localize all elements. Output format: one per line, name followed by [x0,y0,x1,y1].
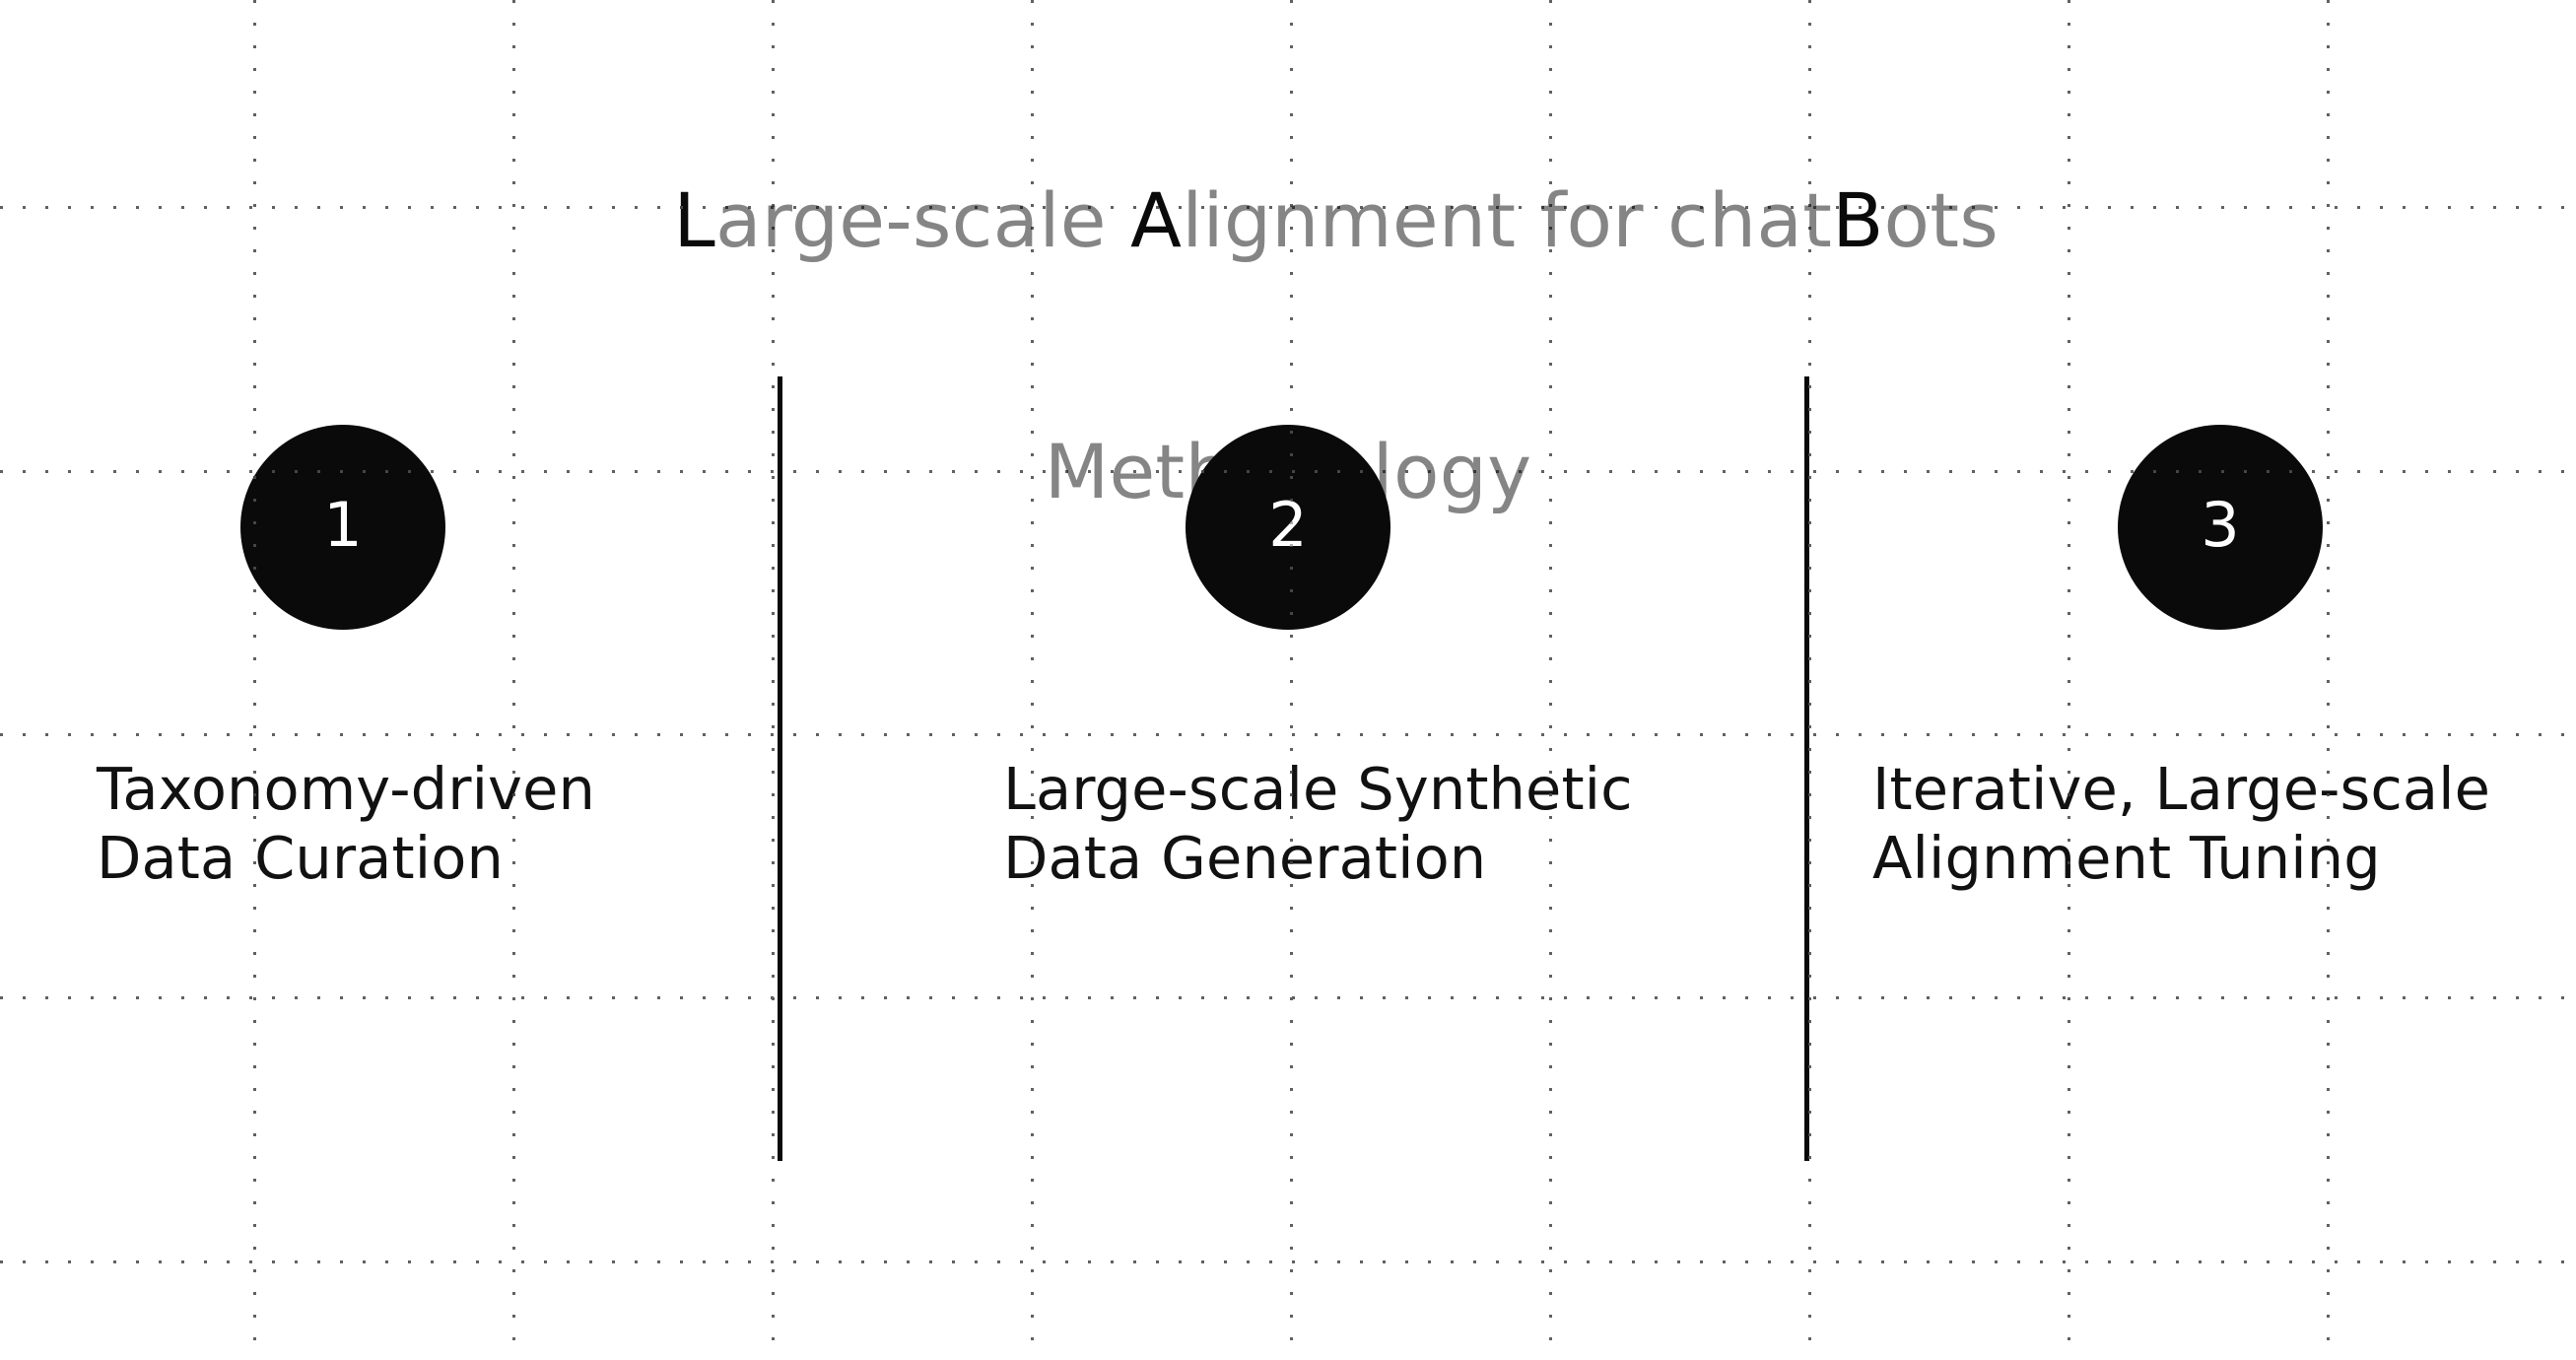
title-line-1: Large-scale Alignment for chatBots [673,176,1999,264]
gridline-horizontal-4 [0,1260,2576,1263]
gridline-horizontal-4 [0,1260,2576,1263]
title-accent-letter-B: B [1832,176,1884,265]
gridline-horizontal-2 [0,733,2576,736]
step-caption-2: Large-scale Synthetic Data Generation [1003,755,1633,893]
title-text-segment-1: arge-scale [714,176,1131,265]
title-accent-letter-L: L [673,176,715,265]
gridline-horizontal-2 [0,733,2576,736]
title-text-segment-5: ots [1883,176,2000,265]
step-number-2: 2 [1268,489,1308,561]
step-divider-1 [778,376,782,1161]
step-caption-3: Iterative, Large-scale Alignment Tuning [1872,755,2491,893]
step-number-1: 1 [323,489,363,561]
step-number-3: 3 [2201,489,2240,561]
step-divider-2 [1804,376,1809,1161]
step-circle-3[interactable]: 3 [2118,425,2323,630]
title-accent-letter-A: A [1130,176,1183,265]
step-circle-1[interactable]: 1 [240,425,445,630]
title-text-segment-3: lignment for chat [1182,176,1833,265]
gridline-horizontal-3 [0,996,2576,999]
gridline-horizontal-3 [0,996,2576,999]
step-caption-1: Taxonomy-driven Data Curation [97,755,595,893]
step-circle-2[interactable]: 2 [1186,425,1390,630]
